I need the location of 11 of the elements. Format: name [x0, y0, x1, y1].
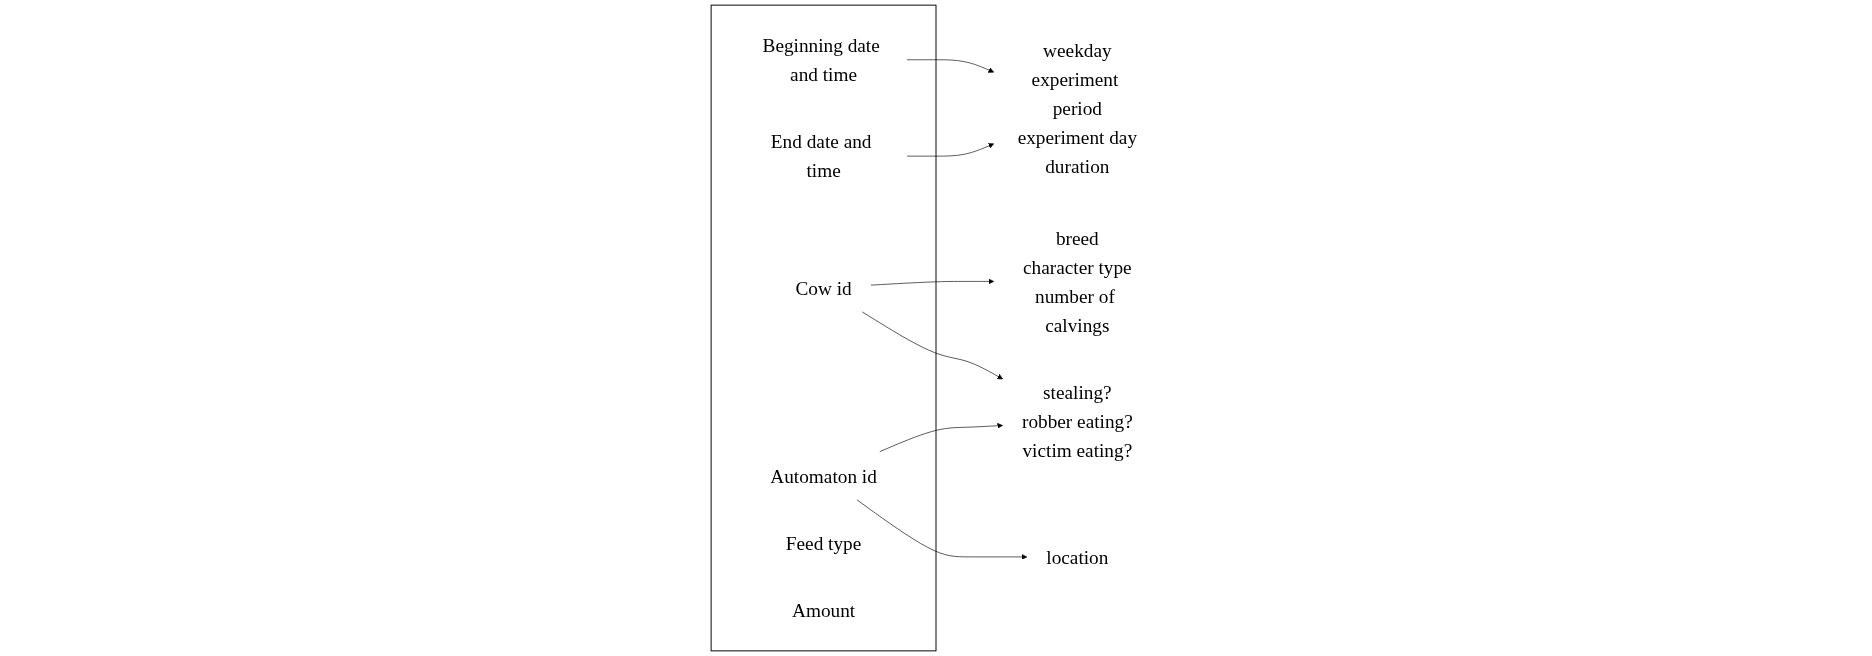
node-text: Automaton id: [770, 465, 877, 487]
node-text: Amount: [791, 600, 856, 622]
node-text: Feed type: [785, 532, 862, 554]
node-text: Cow id: [795, 277, 852, 299]
node-text: stealing? robber eating? victim eating?: [1021, 381, 1133, 461]
node-text: End date and time: [770, 131, 872, 182]
cluster: [710, 4, 937, 652]
node-text: location: [1046, 546, 1109, 568]
node-text: Beginning date and time: [762, 34, 880, 85]
node-text: breed character type number of calvings: [1023, 227, 1132, 336]
node-text: weekday experiment period experiment day duration: [1017, 39, 1138, 177]
